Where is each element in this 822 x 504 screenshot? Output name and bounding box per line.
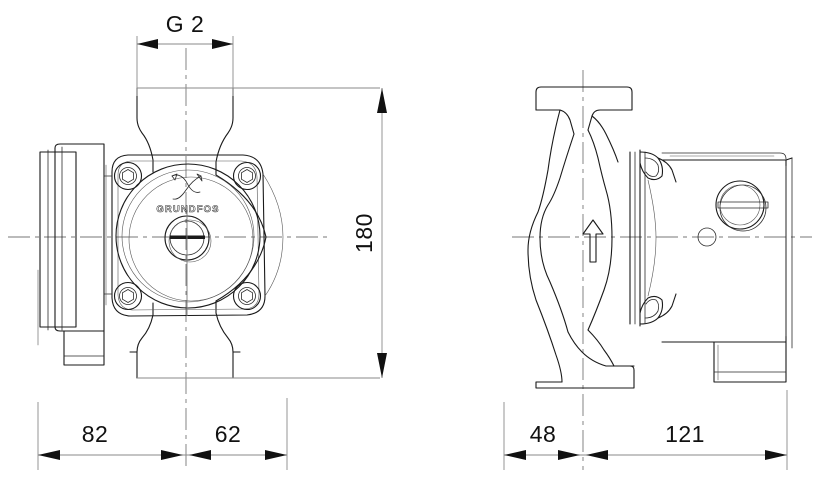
dimension-label-48: 48: [530, 421, 557, 447]
grundfos-wordmark: GRUNDFOS: [156, 204, 219, 215]
arrow-62-right: [265, 450, 287, 460]
dimension-label-g2: G 2: [166, 11, 205, 37]
front-vent-screw: [164, 210, 212, 316]
front-casing-left-edge: [103, 175, 113, 295]
vent-screw-slot-icon: [170, 235, 205, 239]
arrow-bottom: [377, 353, 387, 378]
bolt-boss-bottom-right: [232, 281, 262, 311]
bolt-boss-top-right: [232, 161, 262, 191]
dimension-label-82: 82: [82, 421, 109, 447]
arrow-82-right: [161, 450, 183, 460]
bolt-boss-top-left: [113, 161, 143, 191]
arrow-62-left: [189, 450, 211, 460]
front-terminal-box: [37, 143, 105, 366]
arrow-48-right: [558, 450, 580, 460]
side-small-hole: [697, 227, 717, 247]
side-motor-flange: [629, 149, 677, 327]
side-view: [512, 70, 812, 470]
vent-screw-slot-icon: [717, 201, 769, 209]
dimension-g2: G 2: [136, 11, 234, 96]
dimension-label-121: 121: [665, 421, 705, 447]
arrow-left: [137, 39, 158, 49]
front-motor-end-cover: [115, 163, 261, 309]
front-bolt-bosses: [113, 161, 262, 311]
arrow-48-left: [504, 450, 526, 460]
dimension-82-62: 82 62: [37, 398, 288, 470]
side-bottom-flange: [535, 329, 635, 389]
dimension-label-180: 180: [351, 213, 377, 253]
flow-direction-arrow-icon: [582, 219, 604, 263]
front-view: GRUNDFOS: [8, 48, 380, 470]
side-motor-body: [661, 152, 793, 349]
side-top-flange: [535, 86, 633, 135]
side-cable-gland: [713, 341, 787, 383]
side-vent-screw: [697, 180, 769, 247]
arrow-121-left: [586, 450, 608, 460]
dimension-48-121: 48 121: [503, 390, 788, 470]
arrow-top: [377, 88, 387, 113]
grundfos-logo-mark-icon: [171, 173, 203, 200]
arrow-121-right: [765, 450, 787, 460]
dimension-180: 180: [351, 88, 387, 378]
dimension-label-62: 62: [215, 421, 242, 447]
side-volute-contour: [527, 109, 619, 383]
arrow-82-left: [38, 450, 60, 460]
front-bottom-port: [129, 300, 380, 379]
bolt-boss-bottom-left: [113, 281, 143, 311]
arrow-right: [212, 39, 233, 49]
front-volute-casing-edge: [215, 173, 284, 302]
